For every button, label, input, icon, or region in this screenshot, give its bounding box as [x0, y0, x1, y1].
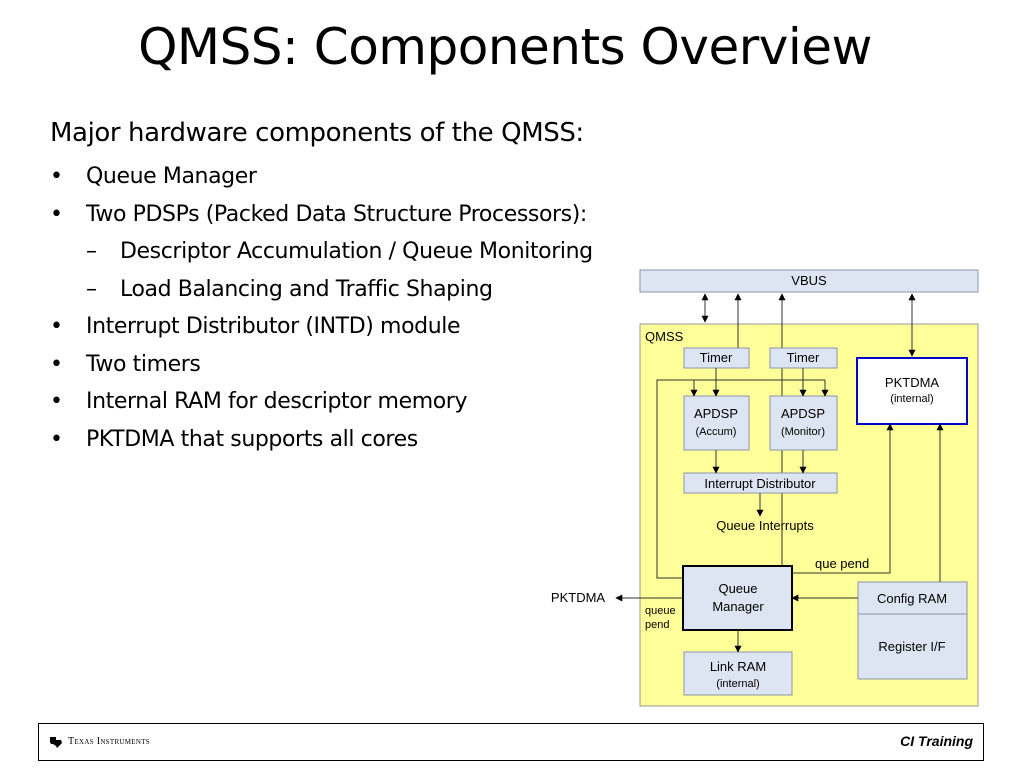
vbus-label: VBUS — [791, 273, 827, 288]
config-ram-label: Config RAM — [877, 591, 947, 606]
queue-manager-box — [682, 565, 793, 631]
queue-interrupts-label: Queue Interrupts — [716, 518, 814, 533]
queue-pend-side-line2: pend — [645, 619, 669, 631]
bullet-item: Internal RAM for descriptor memory — [50, 383, 670, 421]
internal-connections — [615, 368, 944, 653]
qmss-label: QMSS — [645, 329, 684, 344]
link-ram-sub: (internal) — [716, 678, 759, 690]
bullet-item: Interrupt Distributor (INTD) module — [50, 308, 670, 346]
interrupt-distributor-label: Interrupt Distributor — [704, 476, 816, 491]
footer-bar: Texas Instruments CI Training — [38, 723, 984, 761]
apdsp-accum-box — [683, 395, 750, 451]
intro-text: Major hardware components of the QMSS: — [50, 118, 584, 148]
sub-bullet-item: Descriptor Accumulation / Queue Monitori… — [50, 233, 670, 271]
apdsp-monitor-title: APDSP — [781, 406, 825, 421]
apdsp-accum-sub: (Accum) — [696, 426, 737, 438]
pktdma-internal-title: PKTDMA — [885, 375, 940, 390]
register-if-box — [857, 613, 968, 680]
slide-title: QMSS: Components Overview — [138, 18, 872, 76]
bullet-item: PKTDMA that supports all cores — [50, 421, 670, 459]
que-pend-label: que pend — [815, 556, 869, 571]
bullet-item: Two timers — [50, 346, 670, 384]
timer-1-label: Timer — [700, 350, 733, 365]
texas-state-icon — [50, 737, 62, 748]
bullet-list: Queue Manager Two PDSPs (Packed Data Str… — [50, 158, 670, 458]
config-ram-box — [857, 581, 968, 615]
link-ram-box — [683, 651, 793, 696]
apdsp-accum-title: APDSP — [694, 406, 738, 421]
bullet-item: Two PDSPs (Packed Data Structure Process… — [50, 196, 670, 234]
ti-logo-text: Texas Instruments — [68, 736, 150, 747]
register-if-label: Register I/F — [878, 639, 945, 654]
pktdma-internal-sub: (internal) — [890, 393, 933, 405]
pktdma-external-label: PKTDMA — [551, 590, 606, 605]
timer-2-label: Timer — [787, 350, 820, 365]
slide-content: Major hardware components of the QMSS: Q… — [50, 118, 670, 458]
queue-manager-line1: Queue — [718, 581, 757, 596]
apdsp-monitor-box — [769, 395, 838, 451]
pktdma-internal-box — [856, 357, 968, 425]
link-ram-title: Link RAM — [710, 659, 766, 674]
sub-bullet-item: Load Balancing and Traffic Shaping — [50, 271, 670, 309]
queue-pend-side-line1: queue — [645, 605, 676, 617]
ci-training-label: CI Training — [900, 733, 973, 749]
bullet-item: Queue Manager — [50, 158, 670, 196]
vbus-bar — [639, 269, 979, 293]
queue-manager-line2: Manager — [712, 599, 764, 614]
apdsp-monitor-sub: (Monitor) — [781, 426, 825, 438]
ti-logo: Texas Instruments — [49, 735, 150, 749]
